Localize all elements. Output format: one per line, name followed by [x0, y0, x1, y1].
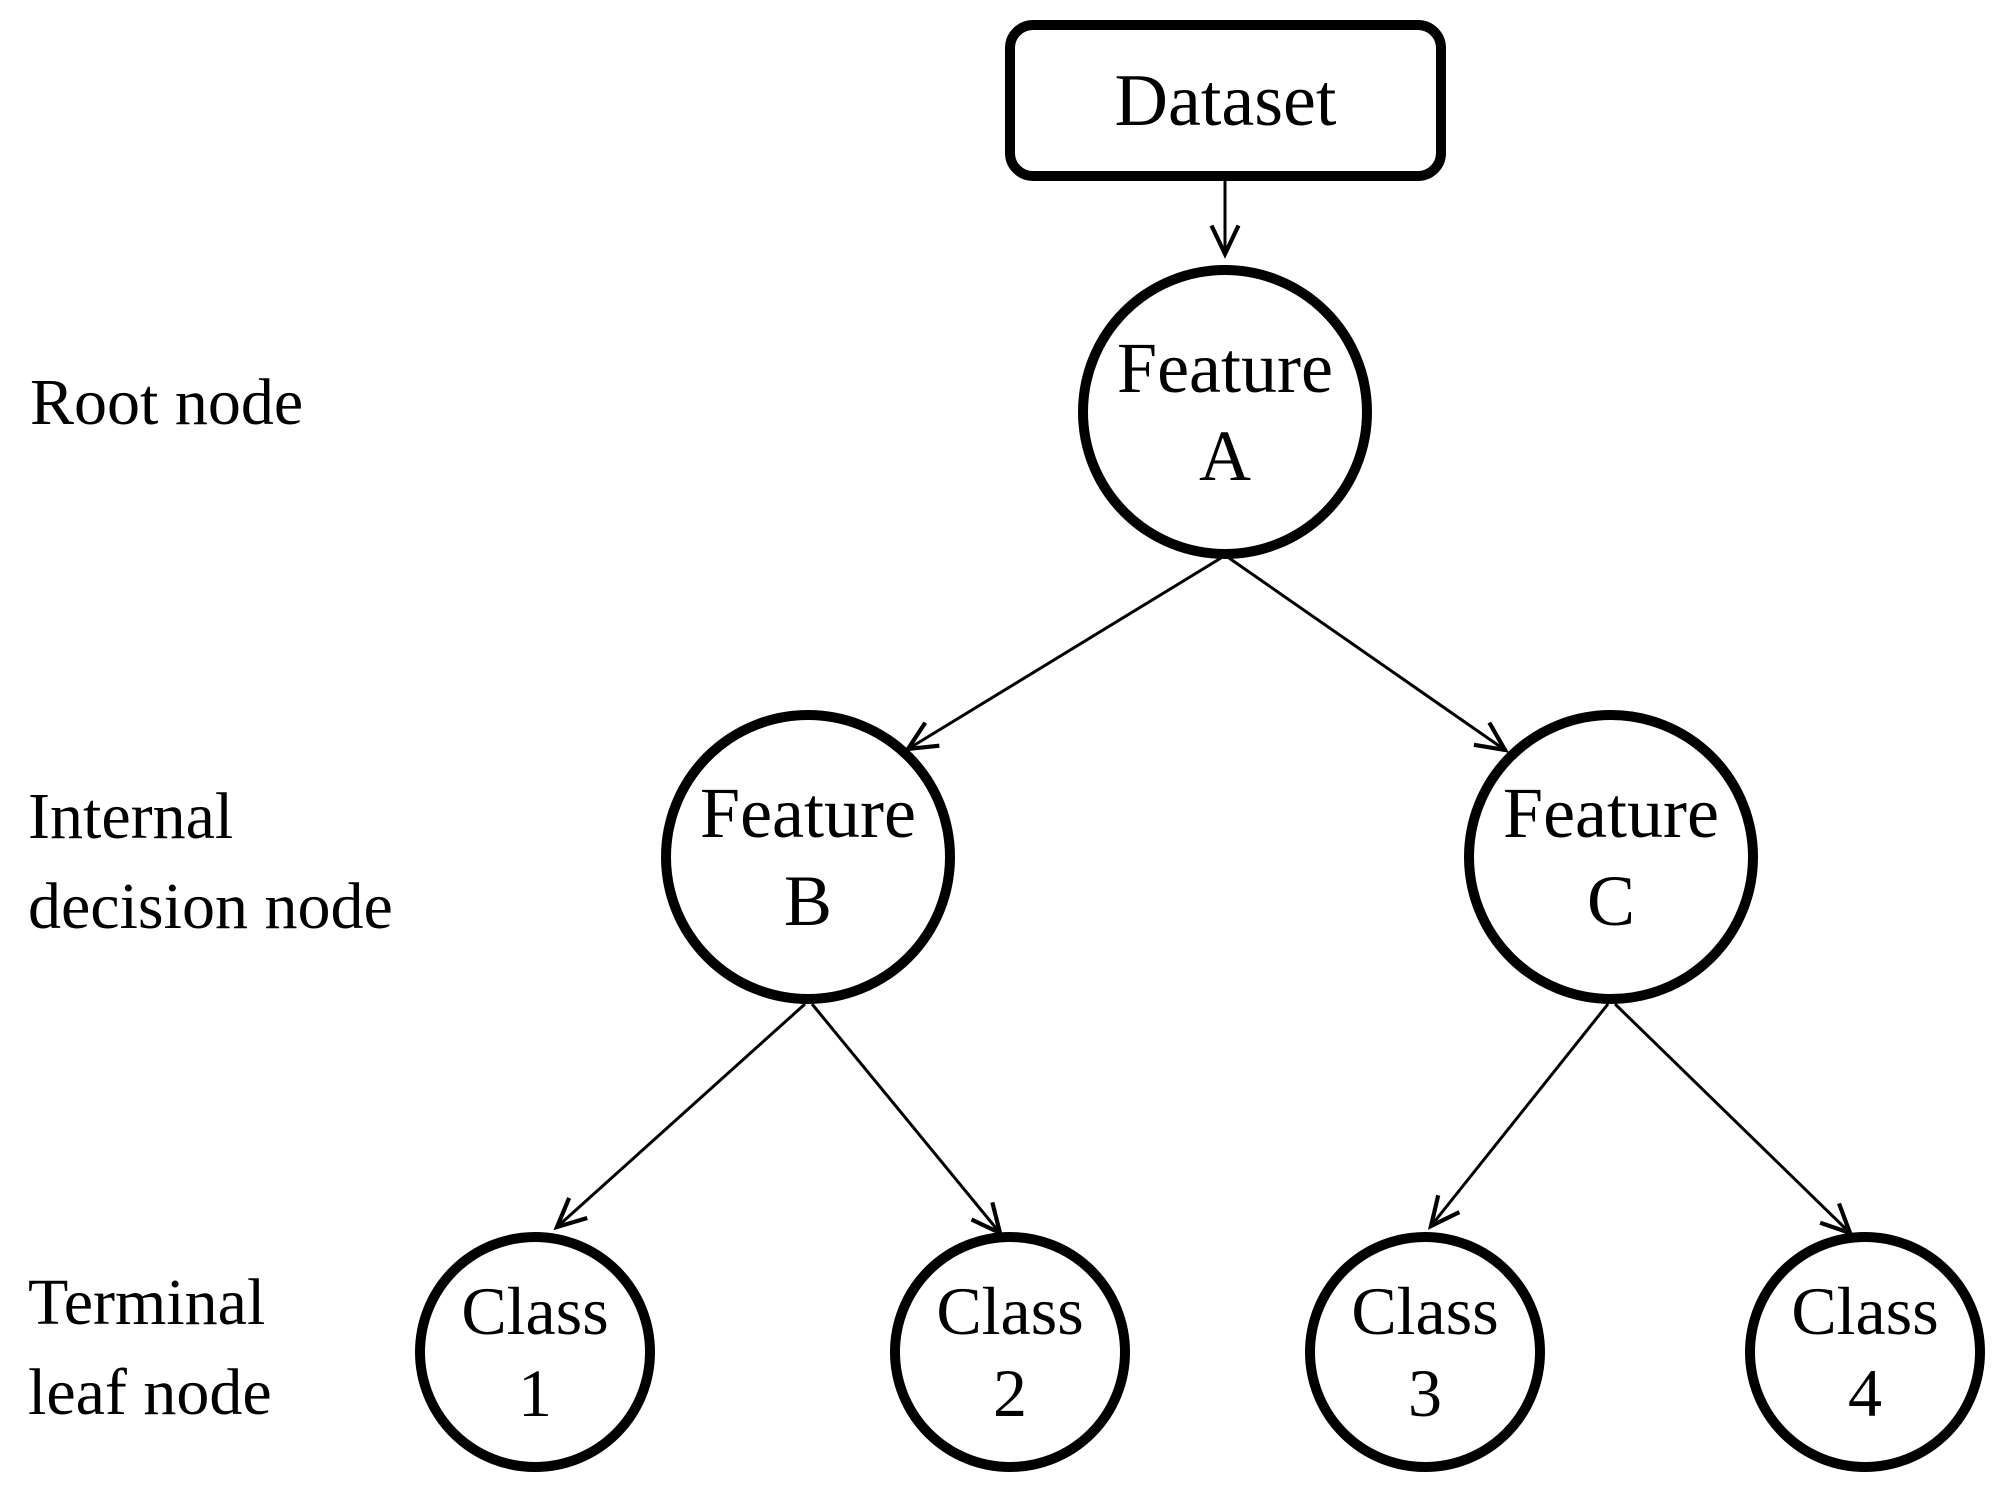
node-label-line: Class: [461, 1273, 609, 1349]
feature-b-node: Feature B: [661, 710, 955, 1004]
node-label-line: 3: [1408, 1355, 1442, 1431]
edge-feature-a-to-feature-b: [903, 556, 1222, 752]
row-label-line: decision node: [28, 870, 393, 943]
row-label-line: Terminal: [28, 1266, 266, 1339]
class-2-node: Class 2: [890, 1232, 1130, 1472]
node-label-line: 4: [1848, 1355, 1882, 1431]
node-label-line: Class: [936, 1273, 1084, 1349]
node-label-line: A: [1199, 416, 1251, 496]
node-label-line: 2: [993, 1355, 1027, 1431]
row-label-line: Internal: [28, 780, 234, 853]
node-label-line: C: [1586, 861, 1636, 941]
feature-a-node: Feature A: [1078, 265, 1372, 559]
node-label-line: B: [783, 861, 833, 941]
dataset-node: Dataset: [1005, 20, 1446, 181]
class-3-node: Class 3: [1305, 1232, 1545, 1472]
node-label-line: 1: [518, 1355, 552, 1431]
edge-feature-b-to-class-2: [810, 1003, 1004, 1237]
edge-feature-c-to-class-3: [1427, 1003, 1610, 1230]
class-4-node: Class 4: [1745, 1232, 1985, 1472]
node-label-line: Class: [1351, 1273, 1499, 1349]
edge-feature-c-to-class-4: [1613, 1002, 1854, 1237]
class-1-node: Class 1: [415, 1232, 655, 1472]
row-label-line: Root node: [30, 366, 304, 439]
feature-c-node: Feature C: [1464, 710, 1758, 1004]
row-label-terminal: Terminal leaf node: [28, 1258, 272, 1438]
edge-feature-b-to-class-1: [553, 1002, 807, 1231]
row-label-line: leaf node: [28, 1356, 272, 1429]
row-label-internal: Internal decision node: [28, 772, 393, 952]
node-label-line: Class: [1791, 1273, 1939, 1349]
node-label-line: Feature: [1117, 328, 1333, 408]
node-label-line: Feature: [1503, 773, 1719, 853]
row-label-root: Root node: [30, 358, 303, 448]
dataset-node-label: Dataset: [1114, 59, 1337, 142]
edge-feature-a-to-feature-c: [1228, 556, 1510, 753]
node-label-line: Feature: [700, 773, 916, 853]
